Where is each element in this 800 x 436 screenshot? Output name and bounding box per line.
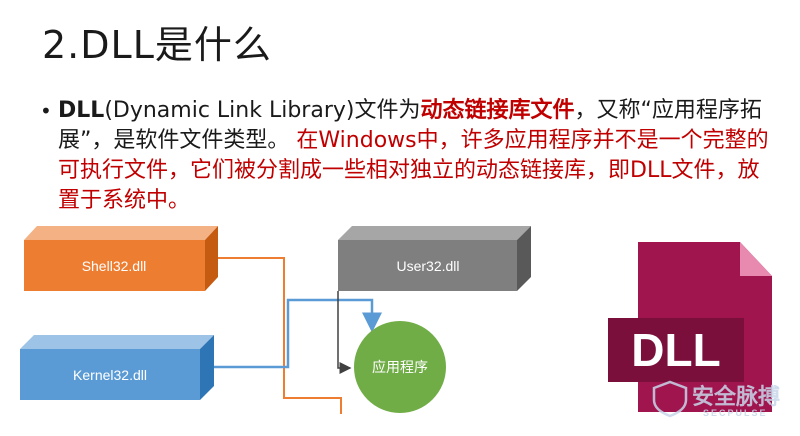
kernel32-connector [214,298,382,369]
watermark: 安全脉搏 SECPULSE [652,380,780,418]
shell32-label: Shell32.dll [82,258,147,274]
app-label: 应用程序 [372,359,428,376]
kernel32-label: Kernel32.dll [73,367,147,383]
user32-label: User32.dll [396,258,459,274]
para-dll-term: DLL [58,98,105,123]
shell32-connector [218,257,342,414]
bullet-marker: • [40,99,52,123]
watermark-text: 安全脉搏 [692,384,780,410]
user32-connector [337,291,352,374]
app-node: 应用程序 [354,321,446,413]
user32-box: User32.dll [338,226,531,291]
description-paragraph: • DLL(Dynamic Link Library)文件为动态链接库文件，又称… [40,96,780,216]
dll-icon-label: DLL [631,324,720,376]
shield-icon [652,380,688,418]
watermark-subtext: SECPULSE [703,408,768,418]
para-alias: ，又称“应用程序拓展”，是软件文件类型。 [58,98,762,153]
kernel32-box: Kernel32.dll [20,335,214,400]
para-highlight-term: 动态链接库文件 [420,98,575,123]
slide-title: 2.DLL是什么 [42,23,272,67]
dll-file-icon: DLL [608,242,772,412]
para-definition: (Dynamic Link Library)文件为 [104,98,421,123]
shell32-box: Shell32.dll [24,226,218,291]
para-windows-explanation: 在Windows中，许多应用程序并不是一个完整的可执行文件，它们被分割成一些相对… [58,128,769,213]
